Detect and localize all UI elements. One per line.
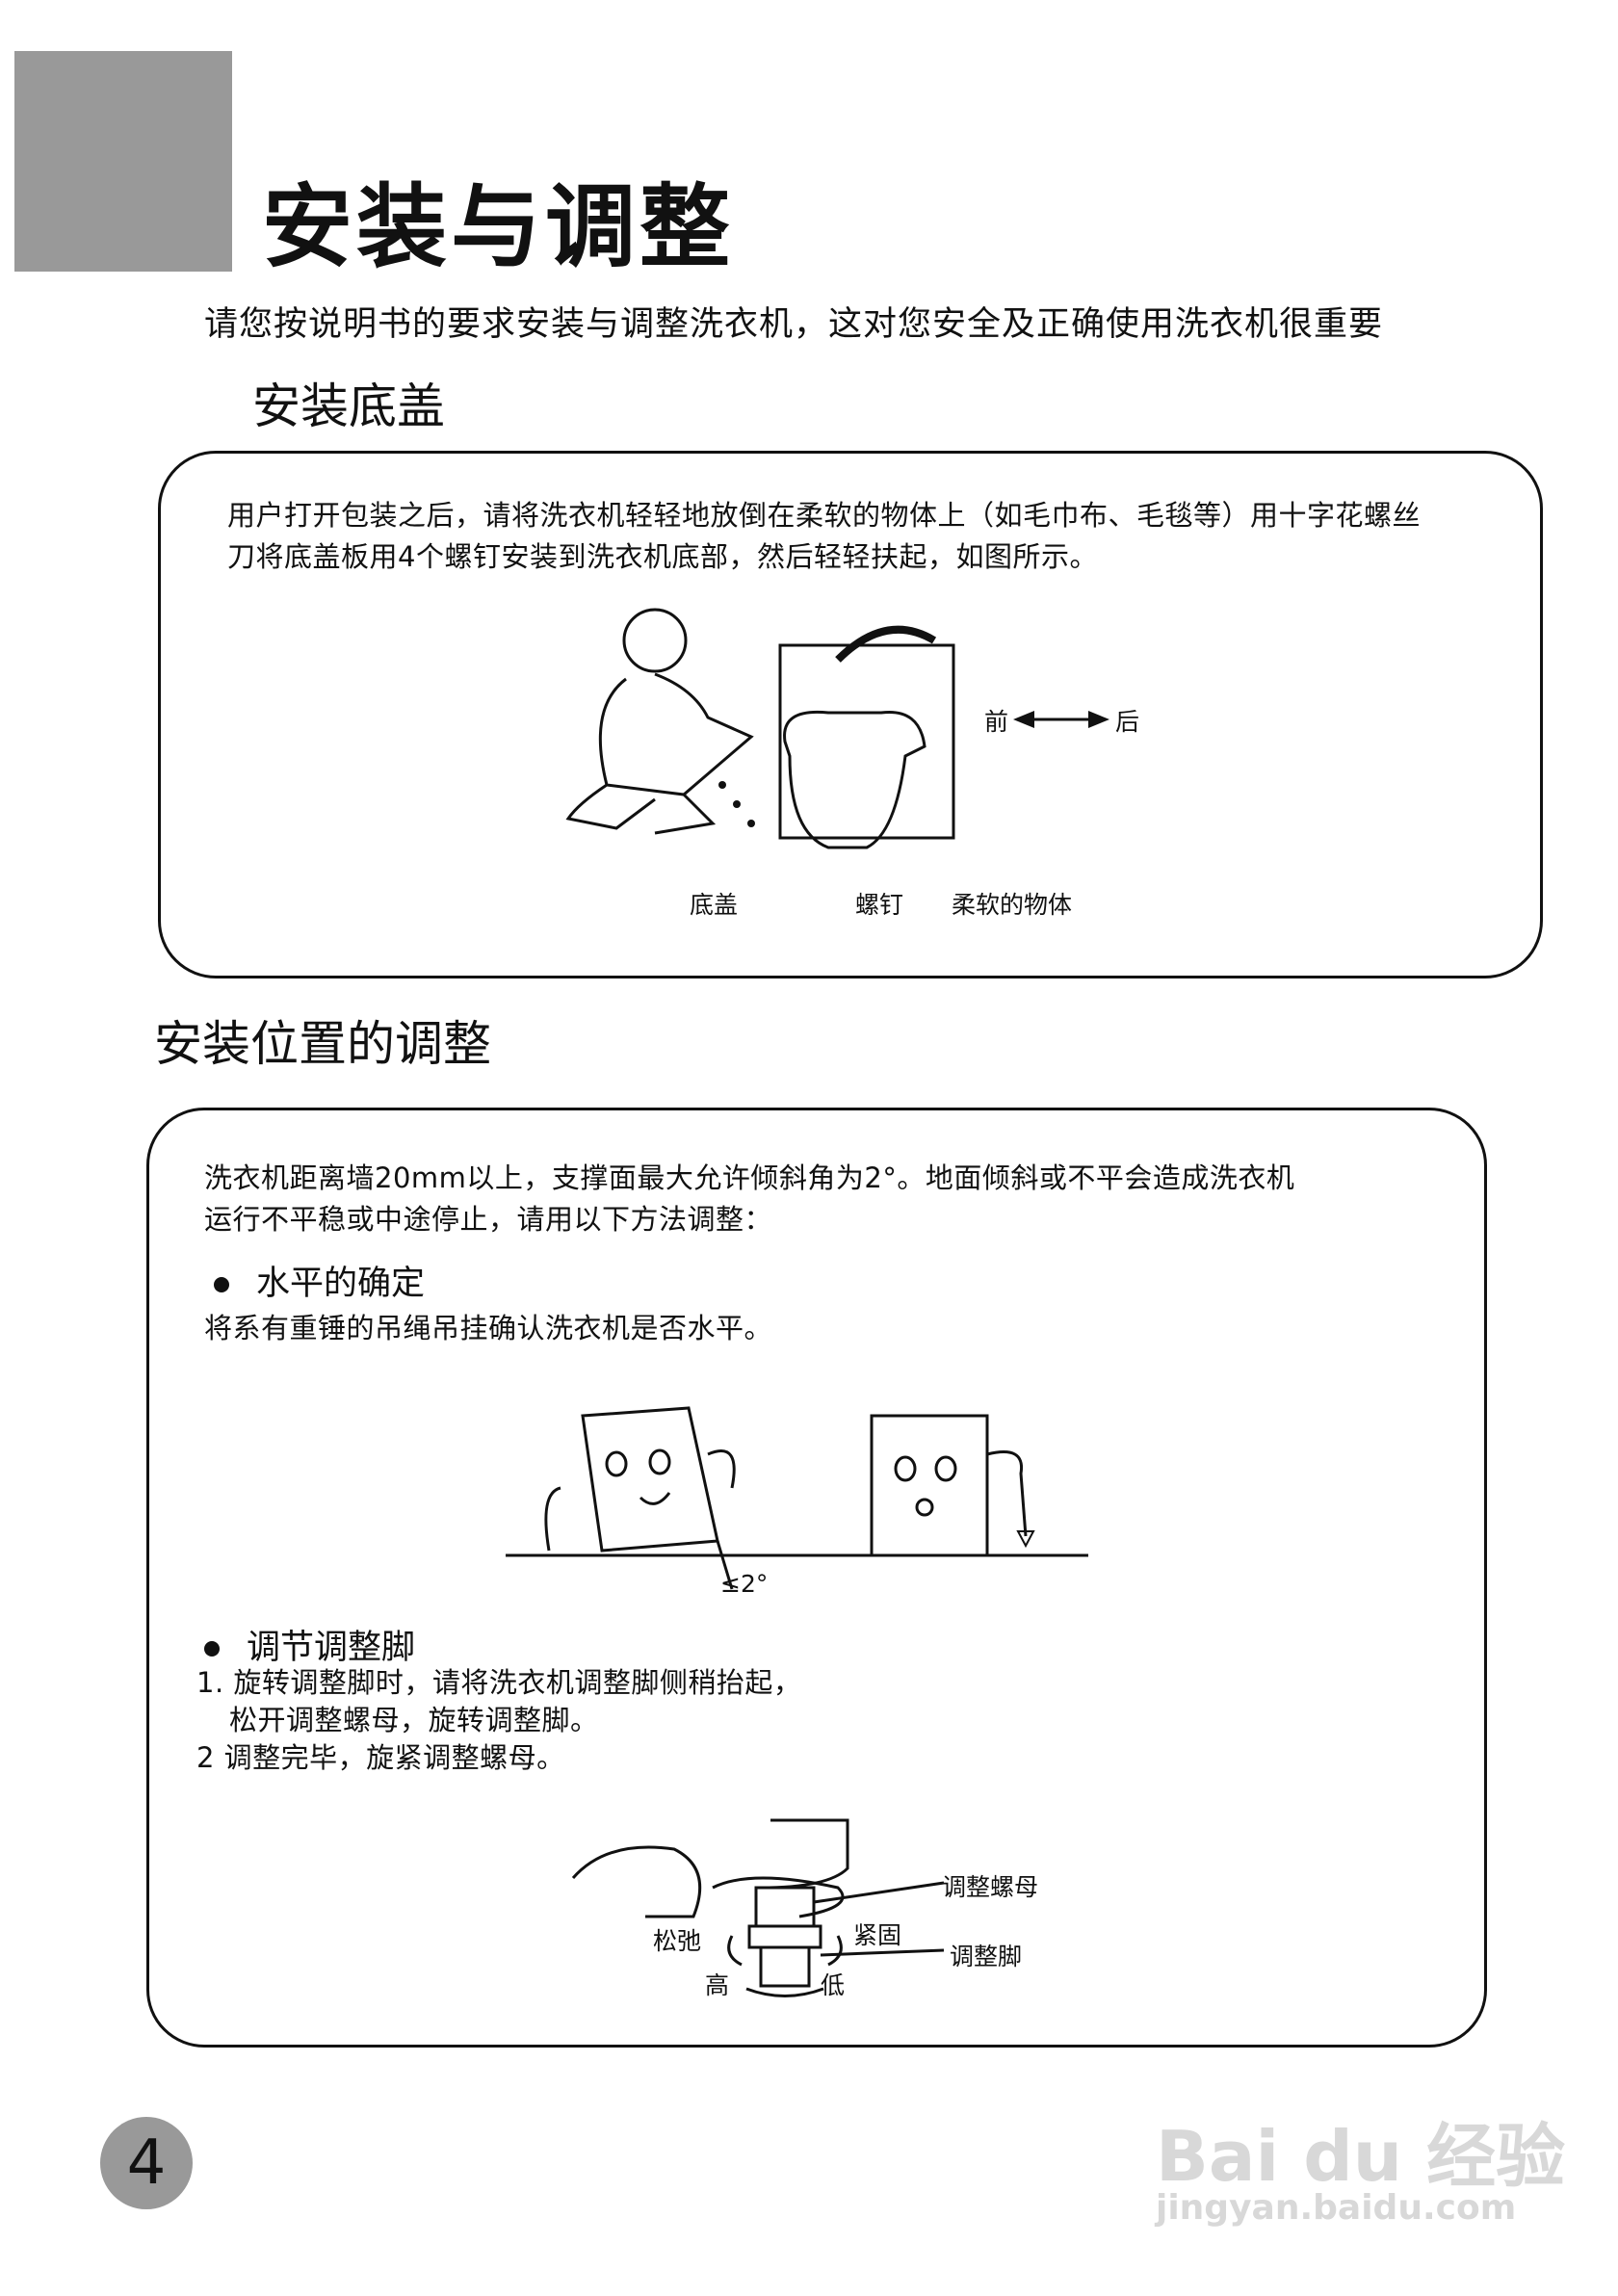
label-low: 低 xyxy=(821,1971,846,1999)
watermark-brand: Bai du 经验 xyxy=(1156,2116,1566,2197)
base-cover-illustration xyxy=(565,608,955,849)
level-text: 将系有重锤的吊绳吊挂确认洗衣机是否水平。 xyxy=(204,1312,773,1344)
bullet-dot xyxy=(214,1277,229,1292)
text-line: 洗衣机距离墙20mm以上，支撑面最大允许倾斜角为2°。地面倾斜或不平会造成洗衣机 xyxy=(204,1161,1295,1194)
adjust-foot-illustration xyxy=(571,1818,945,1997)
label-screw: 螺钉 xyxy=(855,891,904,919)
label-adjust-nut: 调整螺母 xyxy=(942,1873,1039,1901)
step-line: 2 调整完毕，旋紧调整螺母。 xyxy=(196,1741,565,1774)
page-number: 4 xyxy=(100,2117,193,2209)
text-line: 刀将底盖板用4个螺钉安装到洗衣机底部，然后轻轻扶起，如图所示。 xyxy=(227,540,1098,573)
label-back: 后 xyxy=(1115,708,1140,736)
position-text: 洗衣机距离墙20mm以上，支撑面最大允许倾斜角为2°。地面倾斜或不平会造成洗衣机… xyxy=(204,1158,1294,1240)
step-line: 1. 旋转调整脚时，请将洗衣机调整脚侧稍抬起， xyxy=(196,1666,802,1699)
bullet-feet: 调节调整脚 xyxy=(204,1620,415,1669)
label-front: 前 xyxy=(984,708,1009,736)
base-cover-text: 用户打开包装之后，请将洗衣机轻轻地放倒在柔软的物体上（如毛巾布、毛毯等）用十字花… xyxy=(227,495,1421,578)
header-grey-block xyxy=(14,51,232,272)
label-high: 高 xyxy=(705,1971,730,1999)
text-line: 用户打开包装之后，请将洗衣机轻轻地放倒在柔软的物体上（如毛巾布、毛毯等）用十字花… xyxy=(227,499,1422,532)
bullet-level: 水平的确定 xyxy=(214,1256,425,1305)
step-line: 松开调整螺母，旋转调整脚。 xyxy=(229,1704,599,1736)
label-base-cover: 底盖 xyxy=(690,891,739,919)
bullet-label: 调节调整脚 xyxy=(247,1629,416,1667)
label-soft-object: 柔软的物体 xyxy=(952,891,1073,919)
angle-label: ≤2° xyxy=(720,1570,769,1598)
base-cover-panel xyxy=(158,451,1543,978)
page-title: 安装与调整 xyxy=(262,175,735,280)
text-line: 运行不平稳或中途停止，请用以下方法调整： xyxy=(204,1203,773,1236)
intro-text: 请您按说明书的要求安装与调整洗衣机，这对您安全及正确使用洗衣机很重要 xyxy=(204,305,1384,344)
feet-steps: 1. 旋转调整脚时，请将洗衣机调整脚侧稍抬起， 松开调整螺母，旋转调整脚。 2 … xyxy=(196,1664,801,1777)
position-panel xyxy=(146,1108,1487,2048)
double-arrow-icon xyxy=(1013,711,1109,728)
bullet-label: 水平的确定 xyxy=(256,1265,426,1303)
label-tighten: 紧固 xyxy=(853,1921,902,1949)
watermark-url: jingyan.baidu.com xyxy=(1156,2188,1517,2228)
bullet-dot xyxy=(204,1641,220,1657)
label-loosen: 松弛 xyxy=(653,1927,702,1955)
section-heading-base-cover: 安装底盖 xyxy=(252,378,445,434)
section-heading-position: 安装位置的调整 xyxy=(154,1016,491,1072)
label-adjust-foot: 调整脚 xyxy=(950,1943,1023,1970)
level-illustration xyxy=(506,1406,1088,1590)
